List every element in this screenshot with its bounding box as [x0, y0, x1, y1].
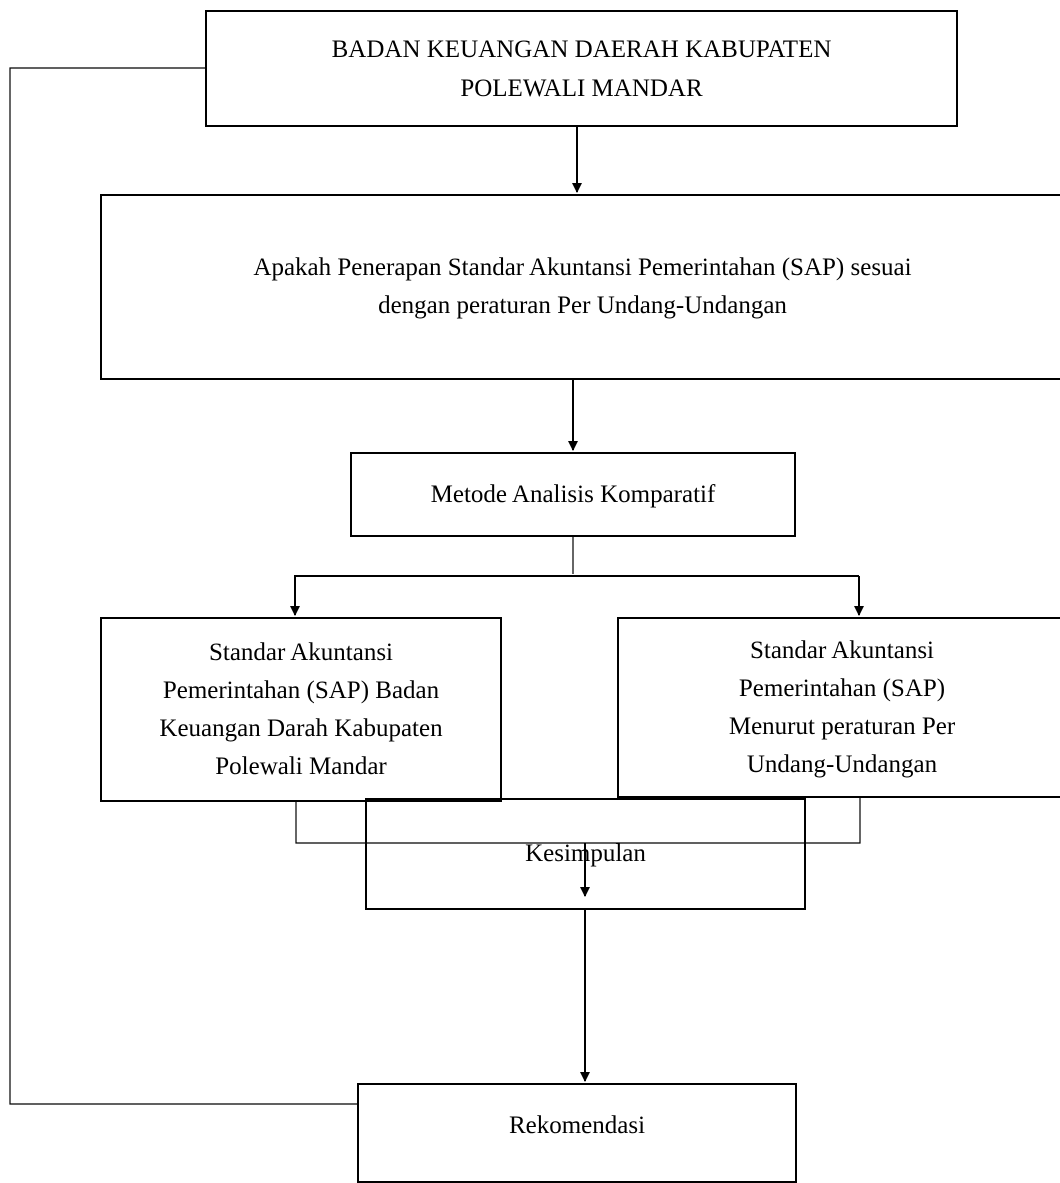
box-conclusion: Kesimpulan [365, 798, 806, 910]
box-sap-peraturan-line-2: Pemerintahan (SAP) [738, 674, 946, 702]
box-sap-peraturan-line-4: Undang-Undangan [746, 750, 938, 778]
box-research-question-line-1: Apakah Penerapan Standar Akuntansi Pemer… [253, 254, 912, 281]
box-sap-peraturan-line-3: Menurut peraturan Per [728, 712, 956, 740]
feedback-loop-line [9, 67, 357, 1105]
box-badan-keuangan-line-1: BADAN KEUANGAN DAERAH KABUPATEN [331, 35, 832, 63]
box-sap-badan-keuangan-line-1: Standar Akuntansi [208, 638, 393, 666]
box-sap-peraturan-line-1: Standar Akuntansi [749, 636, 934, 664]
box-sap-badan-keuangan-line-2: Pemerintahan (SAP) Badan [162, 676, 440, 704]
box-sap-peraturan: Standar Akuntansi Pemerintahan (SAP) Men… [617, 617, 1060, 798]
merge-line [295, 798, 861, 844]
box-conclusion-line-1: Kesimpulan [525, 840, 646, 867]
box-badan-keuangan: BADAN KEUANGAN DAERAH KABUPATEN POLEWALI… [205, 10, 958, 127]
box-research-question-line-2: dengan peraturan Per Undang-Undangan [378, 292, 787, 319]
box-method-line-1: Metode Analisis Komparatif [430, 480, 716, 508]
box-badan-keuangan-line-2: POLEWALI MANDAR [460, 74, 703, 102]
box-sap-badan-keuangan-line-3: Keuangan Darah Kabupaten [159, 714, 443, 742]
box-recommendation-line-1: Rekomendasi [508, 1112, 646, 1139]
box-sap-badan-keuangan-line-4: Polewali Mandar [215, 752, 387, 780]
box-recommendation: Rekomendasi [357, 1083, 797, 1183]
box-method: Metode Analisis Komparatif [350, 452, 796, 537]
box-sap-badan-keuangan: Standar Akuntansi Pemerintahan (SAP) Bad… [100, 617, 502, 802]
box-research-question: Apakah Penerapan Standar Akuntansi Pemer… [100, 194, 1060, 380]
connectors [9, 67, 864, 1105]
